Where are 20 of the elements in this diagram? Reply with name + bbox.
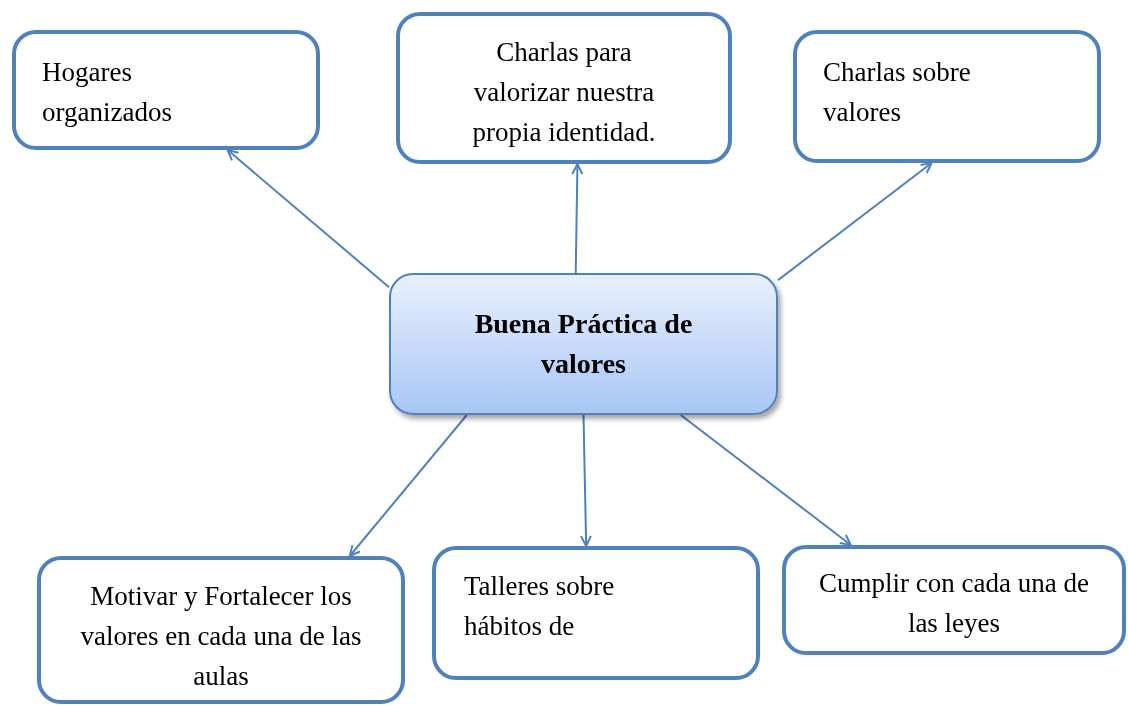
idea-box [37,556,405,704]
box-text: Charlas sobre valores [823,56,972,129]
box-text: Motivar y Fortalecer los valores en cada una de las aulas [79,580,363,693]
idea-box [396,12,732,164]
idea-box [793,30,1101,163]
arrow [348,414,468,557]
central-box [389,273,778,415]
idea-box [432,546,760,680]
idea-box [12,30,320,150]
arrow [571,163,584,274]
arrow [226,149,390,289]
arrow [579,414,592,547]
box-text: Buena Práctica de valores [473,307,694,381]
box-text: Hogares organizados [42,56,173,129]
box-text: Talleres sobre hábitos de [464,570,616,643]
box-text: Charlas para valorizar nuestra propia identidad. [471,36,657,149]
arrow [777,162,933,282]
arrow [679,414,852,546]
box-text: Cumplir con cada una de las leyes [818,567,1090,640]
idea-box [782,545,1126,655]
